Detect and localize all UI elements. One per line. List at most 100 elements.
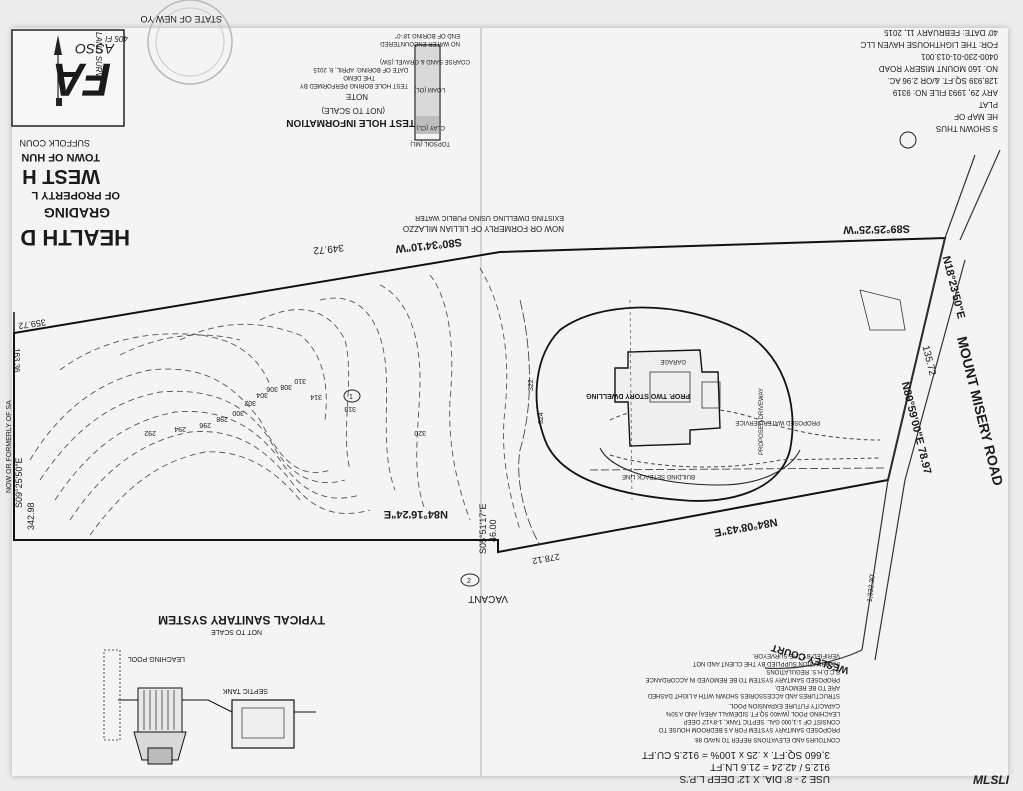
owner-west: NOW OR FORMERLY OF SA bbox=[6, 400, 13, 493]
setback-line bbox=[589, 467, 886, 471]
title-line-4: WEST H bbox=[22, 165, 100, 187]
title-line-2: GRADING bbox=[44, 205, 110, 221]
test-hole-note-2: THE DEMO bbox=[343, 74, 375, 80]
distance-south: 278.12 bbox=[532, 551, 561, 566]
court-curve bbox=[764, 649, 863, 669]
clearing-boundary bbox=[535, 306, 794, 502]
bottom-note-10: ARE TO BE REMOVED. bbox=[774, 684, 840, 690]
sanitary-title: TYPICAL SANITARY SYSTEM bbox=[158, 613, 325, 627]
distance-north-mid: 349.72 bbox=[312, 242, 344, 256]
garage-label: GARAGE bbox=[660, 358, 686, 364]
bearing-north-east: S89°25'25"W bbox=[843, 222, 910, 235]
test-hole-note-1: TEST HOLE BORING PERFORMED BY bbox=[300, 82, 408, 88]
owner-north-2: EXISTING DWELLING USING PUBLIC WATER bbox=[415, 214, 564, 221]
bottom-note-5: PROPOSED SANITARY SYSTEM FOR A 5 BEDROOM… bbox=[659, 726, 840, 732]
dwelling-label: PROP. TWO STORY DWELLING bbox=[585, 392, 690, 399]
elev-298: 298 bbox=[216, 415, 228, 422]
elev-320: 320 bbox=[414, 429, 426, 436]
test-hole-note-label: NOTE bbox=[346, 92, 368, 101]
general-notes: USE 2 - 8' DIA. X 12' DEEP L.P.'S 912.5 … bbox=[642, 652, 840, 784]
elev-324: 324 bbox=[538, 412, 545, 424]
bottom-note-8: CAPACITY FUTURE EXPANSION POOL. bbox=[728, 702, 840, 708]
contour-lines bbox=[29, 267, 521, 536]
leaching-pool-label: LEACHING POOL bbox=[128, 655, 185, 662]
boundary-labels: S89°25'25"W S80°34'10"W 349.72 359.72 16… bbox=[12, 222, 967, 602]
note-line-1: S SHOWN THUS bbox=[936, 124, 998, 133]
note-line-3: PLAT bbox=[978, 100, 998, 109]
map-notes: S SHOWN THUS HE MAP OF PLAT ARY 29, 1993… bbox=[860, 28, 998, 133]
title-line-6: SUFFOLK COUN bbox=[19, 138, 90, 148]
elev-300: 300 bbox=[232, 409, 244, 416]
test-hole-layer-3: LOAM (OL) bbox=[414, 86, 445, 92]
firm-initials: FA bbox=[52, 54, 111, 106]
bearing-notch: S05°51'17"E bbox=[478, 503, 488, 554]
lot-2-label: 2 bbox=[467, 578, 471, 585]
firm-name: ASSO bbox=[75, 41, 115, 57]
bearing-south-east: N84°08'43"E bbox=[713, 515, 778, 538]
paper-fold-line bbox=[480, 28, 482, 776]
elev-306: 306 bbox=[266, 385, 278, 392]
driveway-label: PROPOSED DRIVEWAY bbox=[759, 388, 765, 455]
survey-paper bbox=[12, 28, 1008, 776]
distance-to-court: 1,332.30' bbox=[867, 573, 877, 602]
elev-294: 294 bbox=[174, 425, 186, 432]
note-line-6: NO. 160 MOUNT MISERY ROAD bbox=[879, 64, 998, 73]
title-block: HEALTH D GRADING OF PROPERTY L WEST H TO… bbox=[19, 138, 130, 250]
north-arrow-icon bbox=[54, 35, 62, 55]
bearing-west: S09°25'50"E bbox=[14, 457, 24, 508]
bearing-road-upper: N18°23'50"E bbox=[940, 255, 967, 320]
bottom-note-9: STRUCTURES AND ACCESSORIES SHOWN WITH A … bbox=[647, 692, 840, 698]
title-line-3: OF PROPERTY L bbox=[31, 189, 120, 201]
distance-north-west: 359.72 bbox=[18, 317, 47, 331]
test-hole-title: TEST HOLE INFORMATION bbox=[286, 117, 415, 128]
bottom-note-2: 912.5 / 42.24 = 21.6 LN.FT bbox=[710, 761, 830, 772]
note-line-9: 40' DATE: FEBRUARY 11, 2015 bbox=[884, 28, 998, 37]
road-name: MOUNT MISERY ROAD bbox=[954, 335, 1007, 488]
water-service-label: PROPOSED WATER SERVICE bbox=[735, 419, 820, 425]
road-edge-upper bbox=[944, 149, 1001, 241]
elev-302: 302 bbox=[244, 399, 256, 406]
distance-west-upper: 163.36 bbox=[12, 348, 21, 373]
seal-text: STATE OF NEW YO bbox=[140, 14, 222, 24]
title-line-1: HEALTH D bbox=[20, 225, 130, 250]
note-line-2: HE MAP OF bbox=[954, 112, 998, 121]
test-hole-info: TEST HOLE INFORMATION (NOT TO SCALE) NOT… bbox=[286, 32, 470, 146]
elev-314: 314 bbox=[310, 393, 322, 400]
firm-subline-1: LAND SURV bbox=[94, 32, 103, 78]
lot-2-marker bbox=[460, 573, 480, 587]
elev-292: 292 bbox=[144, 429, 156, 436]
test-hole-layer-2: CLAY (CL) bbox=[417, 124, 445, 130]
note-line-5: 128,939 SQ.FT. &/OR 2.96 AC. bbox=[887, 76, 998, 85]
vacant-label: VACANT bbox=[468, 593, 508, 604]
bottom-note-6: CONSIST OF 1-1,000 GAL. SEPTIC TANK, 1-8… bbox=[684, 718, 840, 724]
note-line-4: ARY 29, 1993 FILE NO: 9319 bbox=[892, 88, 998, 97]
firm-subline-2: 405 FI bbox=[105, 34, 128, 43]
distance-notch: 46.00 bbox=[488, 519, 498, 542]
test-hole-note-3: DATE OF BORING: APRIL, 8, 2015 bbox=[313, 66, 408, 72]
elev-318: 318 bbox=[344, 405, 356, 412]
bearing-north-mid: S80°34'10"W bbox=[394, 236, 462, 255]
bottom-note-1: USE 2 - 8' DIA. X 12' DEEP L.P.'S bbox=[679, 773, 830, 784]
bottom-note-12: S.C.D.H.S. REGULATIONS bbox=[766, 668, 840, 674]
bottom-note-13: INFORMATION SUPPLIED BY THE CLIENT AND N… bbox=[692, 660, 840, 666]
note-line-8: FOR: THE LIGHTHOUSE HAVEN LLC bbox=[860, 40, 998, 49]
test-hole-layer-1: TOPSOIL (ML) bbox=[410, 140, 450, 146]
setback-label: BUILDING SETBACK LINE bbox=[622, 473, 695, 479]
bearing-south-mid: N84°16'24"E bbox=[384, 508, 448, 520]
owner-north-1: NOW OR FORMERLY OF LILLIAN MILAZZO bbox=[403, 224, 564, 233]
elev-322: 322 bbox=[528, 379, 535, 391]
test-hole-subtitle: (NOT TO SCALE) bbox=[321, 106, 385, 115]
elev-304: 304 bbox=[256, 391, 268, 398]
elev-310: 310 bbox=[294, 377, 306, 384]
test-hole-layer-4: COARSE SAND & GRAVEL (SW) bbox=[380, 58, 470, 64]
contour-elevations: 292 294 296 298 300 302 304 306 308 310 … bbox=[144, 377, 545, 436]
mls-watermark: MLSLI bbox=[973, 773, 1009, 787]
note-line-7: 0400-230-01-013.001 bbox=[920, 52, 998, 61]
distance-road: 135.72 bbox=[920, 344, 938, 377]
bottom-note-3: 3,660 SQ.FT. x .25 x 100% = 912.5 CU.FT bbox=[642, 749, 830, 760]
test-hole-footer-1: NO WATER ENCOUNTERED bbox=[380, 40, 460, 46]
proposed-dwelling bbox=[614, 349, 721, 447]
firm-logo-box: FA ASSO LAND SURV 405 FI bbox=[11, 29, 128, 127]
surveyor-seal: STATE OF NEW YO bbox=[140, 0, 233, 85]
